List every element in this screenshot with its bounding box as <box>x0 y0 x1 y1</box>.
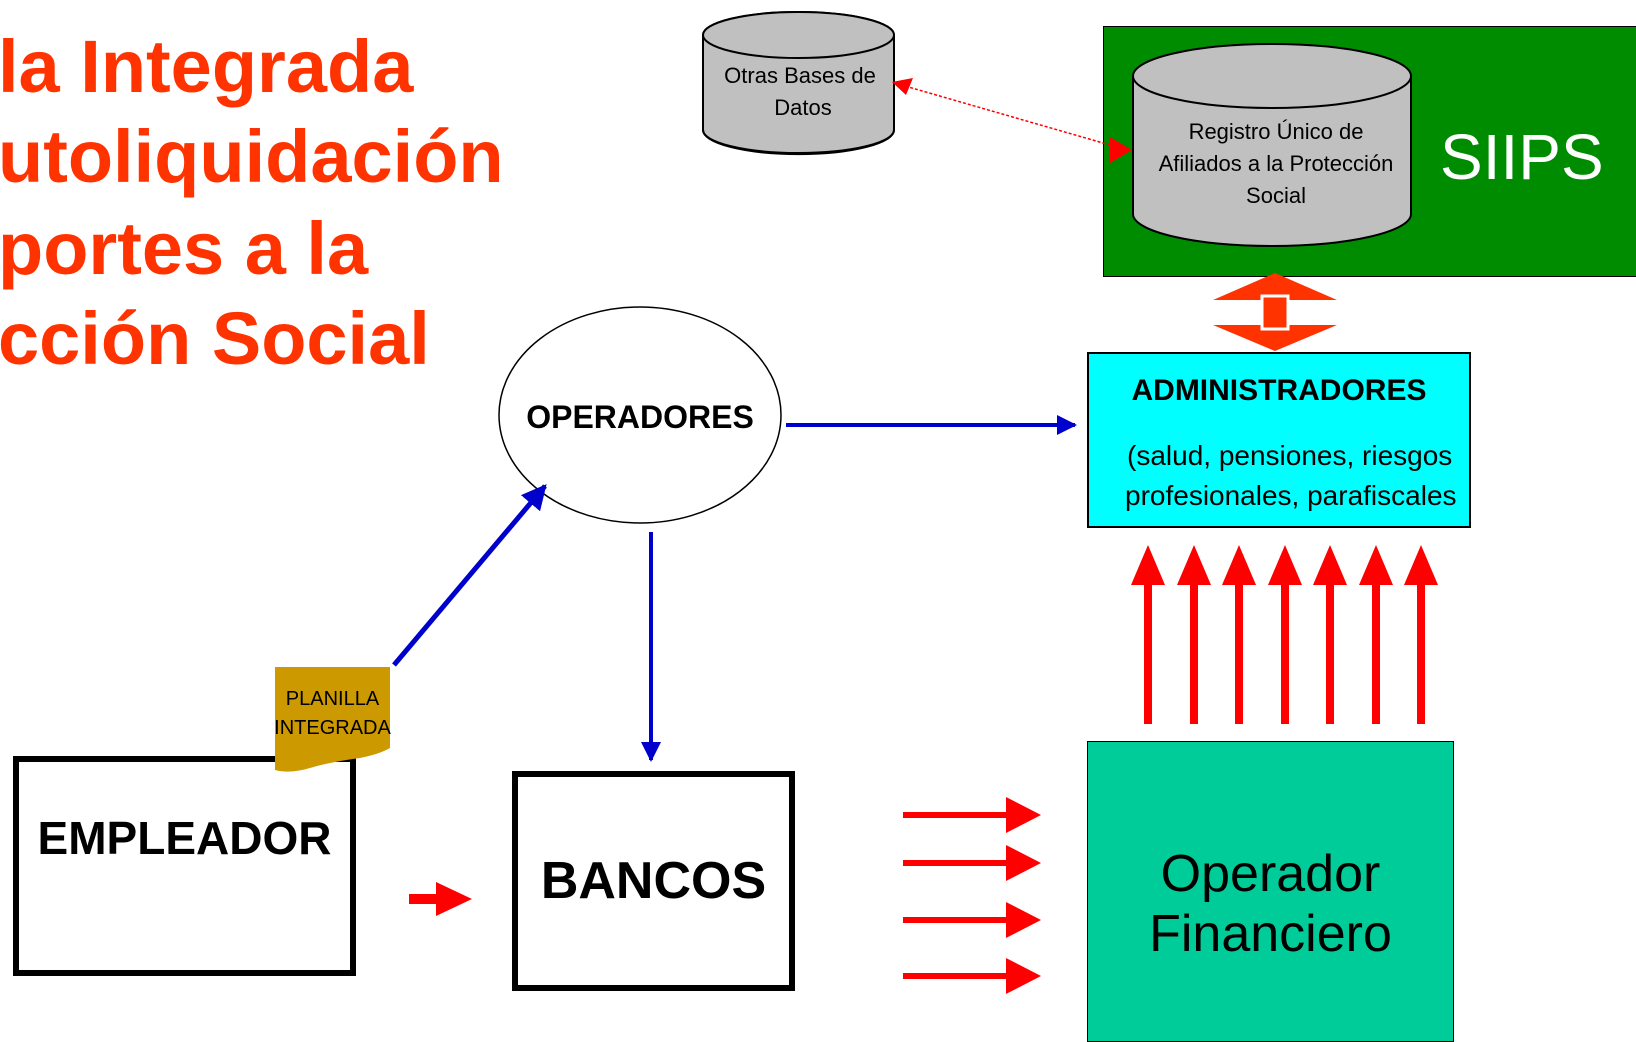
bancos-label: BANCOS <box>540 852 767 910</box>
arrows-bancos-to-operador-financiero <box>903 797 1041 994</box>
arrow-empleador-to-bancos <box>409 882 472 916</box>
otras-bases-label-2: Datos <box>774 95 831 120</box>
planilla-label-1: PLANILLA <box>285 688 380 710</box>
otras-bases-label-1: Otras Bases de <box>724 63 876 88</box>
arrows-operador-financiero-to-administradores <box>1131 545 1438 724</box>
registro-database-icon <box>1132 43 1412 247</box>
empleador-label: EMPLEADOR <box>37 812 332 864</box>
registro-label-1: Registro Único de <box>1189 119 1364 144</box>
bidirectional-arrow-icon <box>1213 273 1337 351</box>
operadores-label: OPERADORES <box>526 399 754 435</box>
title-line-4: cción Social <box>0 297 430 380</box>
bancos-box: BANCOS <box>512 771 795 991</box>
link-databases-line <box>897 83 1111 146</box>
planilla-document-icon <box>275 667 390 772</box>
siips-label: SIIPS <box>1440 121 1604 193</box>
administradores-detail-2: profesionales, parafiscales <box>1125 480 1457 511</box>
otras-bases-database-icon <box>702 11 895 156</box>
empleador-box: EMPLEADOR <box>13 756 356 976</box>
title-line-1: la Integrada <box>0 25 414 108</box>
operadores-ellipse <box>498 306 782 524</box>
planilla-label-2: INTEGRADA <box>274 717 391 739</box>
administradores-detail-1: (salud, pensiones, riesgos <box>1127 440 1453 471</box>
operador-financiero-label-1: Operador <box>1160 845 1381 903</box>
registro-label-3: Social <box>1246 183 1306 208</box>
registro-label-2: Afiliados a la Protección <box>1159 151 1394 176</box>
link-arrow-head-right <box>1110 137 1132 163</box>
title-line-2: utoliquidación <box>0 115 504 198</box>
operador-financiero-label-2: Financiero <box>1149 905 1392 963</box>
arrow-planilla-to-operadores <box>392 484 547 667</box>
operador-financiero-box: Operador Financiero <box>1087 741 1454 1042</box>
title-line-3: portes a la <box>0 207 369 290</box>
administradores-title: ADMINISTRADORES <box>1131 374 1427 407</box>
link-arrow-head-left <box>892 78 913 95</box>
administradores-box: ADMINISTRADORES (salud, pensiones, riesg… <box>1087 352 1471 528</box>
